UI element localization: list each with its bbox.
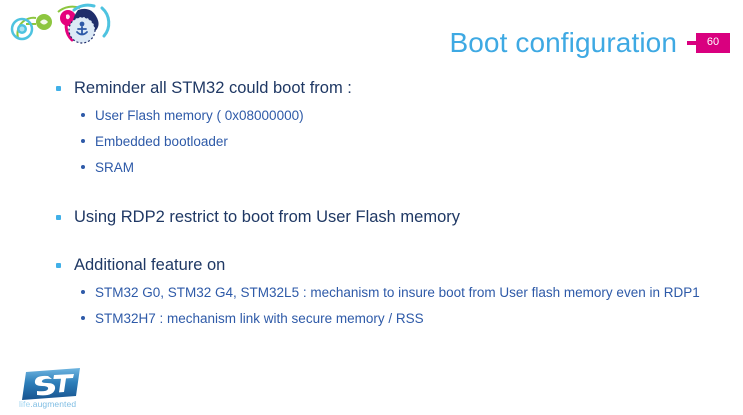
bullet-level1-label: Additional feature on [74, 256, 226, 274]
bullet-list-level1: Reminder all STM32 could boot from : Use… [52, 78, 727, 327]
bullet-level2-label: SRAM [95, 160, 135, 175]
sub-bullet-marker-icon [81, 165, 85, 169]
bullet-marker-icon [56, 263, 61, 268]
page-number-badge-group: 60 [687, 33, 730, 53]
bullet-level2-label: STM32H7 : mechanism link with secure mem… [95, 311, 424, 326]
spacer [52, 230, 727, 255]
bullet-level1-label: Using RDP2 restrict to boot from User Fl… [74, 208, 461, 226]
connected-circles-graphic-icon [6, 2, 118, 48]
sub-bullet-marker-icon [81, 290, 85, 294]
tagline-life: life [19, 399, 31, 409]
bullet-level2-label: STM32 G0, STM32 G4, STM32L5 : mechanism … [95, 285, 700, 300]
bullet-level1-label: Reminder all STM32 could boot from : [74, 79, 352, 97]
st-logo-icon [18, 366, 96, 408]
st-tagline: life.augmented [19, 399, 76, 409]
bullet-level2-label: User Flash memory ( 0x08000000) [95, 108, 304, 123]
page-number-badge: 60 [696, 33, 730, 53]
page-title: Boot configuration [449, 27, 677, 58]
bullet-marker-icon [56, 86, 61, 91]
bullet-item-level2: SRAM [74, 159, 727, 176]
bullet-item-level1: Using RDP2 restrict to boot from User Fl… [52, 207, 727, 230]
bullet-item-level2: STM32 G0, STM32 G4, STM32L5 : mechanism … [74, 284, 727, 301]
slide-body: Reminder all STM32 could boot from : Use… [52, 78, 727, 336]
spacer [52, 185, 727, 207]
badge-dash-icon [687, 41, 696, 45]
bullet-item-level1: Additional feature on STM32 G0, STM32 G4… [52, 255, 727, 327]
bullet-list-level2: STM32 G0, STM32 G4, STM32L5 : mechanism … [74, 284, 727, 327]
bullet-list-level2: User Flash memory ( 0x08000000) Embedded… [74, 107, 727, 176]
sub-bullet-marker-icon [81, 139, 85, 143]
bullet-item-level2: User Flash memory ( 0x08000000) [74, 107, 727, 124]
tagline-augmented: .augmented [30, 399, 77, 409]
bullet-level2-label: Embedded bootloader [95, 134, 228, 149]
bullet-item-level1: Reminder all STM32 could boot from : Use… [52, 78, 727, 176]
bullet-item-level2: STM32H7 : mechanism link with secure mem… [74, 310, 727, 327]
bullet-item-level2: Embedded bootloader [74, 133, 727, 150]
sub-bullet-marker-icon [81, 316, 85, 320]
bullet-marker-icon [56, 215, 61, 220]
sub-bullet-marker-icon [81, 113, 85, 117]
title-row: Boot configuration 60 [380, 22, 730, 64]
